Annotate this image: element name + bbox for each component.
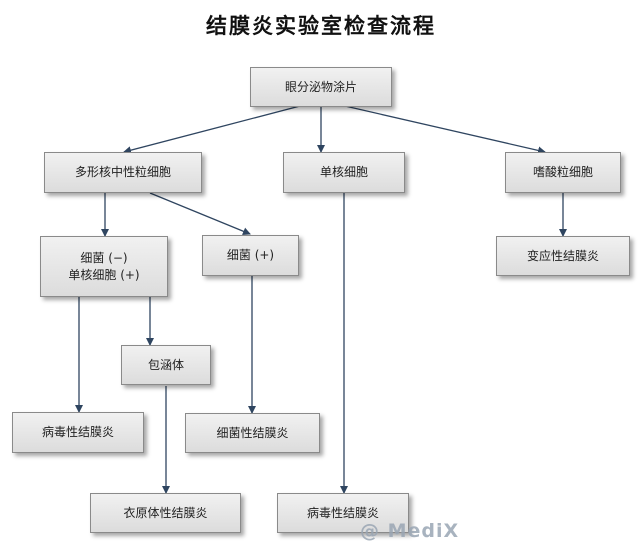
node-label: 病毒性结膜炎	[41, 425, 114, 439]
node-label: 包涵体	[147, 357, 184, 372]
node-mononuclear-cells: 单核细胞	[283, 152, 405, 193]
node-label: 细菌 (+)	[226, 248, 275, 262]
arrow-smear-to-eos	[344, 105, 546, 155]
node-label: 单核细胞	[319, 165, 368, 179]
arrow-smear-to-pmn	[123, 105, 301, 155]
node-viral-conjunctivitis-left: 病毒性结膜炎	[12, 412, 144, 453]
node-label: 多形核中性粒细胞	[74, 165, 171, 179]
node-viral-conjunctivitis-bottom: 病毒性结膜炎	[277, 493, 409, 533]
node-allergic-conjunctivitis: 变应性结膜炎	[496, 236, 630, 276]
diagram-title: 结膜炎实验室检查流程	[206, 14, 436, 38]
watermark: @ MediX	[360, 520, 460, 542]
node-eosinophils: 嗜酸粒细胞	[505, 152, 621, 193]
node-eye-discharge-smear: 眼分泌物涂片	[250, 67, 392, 107]
node-bacteria-positive: 细菌 (+)	[202, 235, 299, 276]
node-label: 眼分泌物涂片	[284, 79, 357, 94]
node-label: 衣原体性结膜炎	[123, 505, 208, 520]
node-label: 细菌性结膜炎	[216, 425, 289, 440]
node-chlamydial-conjunctivitis: 衣原体性结膜炎	[90, 493, 241, 533]
node-label: 变应性结膜炎	[526, 248, 599, 263]
arrow-pmn-to-bact-pos	[149, 192, 251, 236]
node-label-line1: 细菌 (−)	[80, 250, 128, 265]
node-bacterial-conjunctivitis: 细菌性结膜炎	[185, 413, 320, 453]
node-inclusion-body: 包涵体	[121, 345, 211, 385]
node-neutrophils: 多形核中性粒细胞	[44, 152, 202, 193]
node-label-line2: 单核细胞 (+)	[68, 267, 140, 282]
node-bacteria-negative: 细菌 (−) 单核细胞 (+)	[40, 236, 168, 297]
node-label: 嗜酸粒细胞	[532, 165, 593, 179]
node-label: 病毒性结膜炎	[306, 505, 379, 520]
